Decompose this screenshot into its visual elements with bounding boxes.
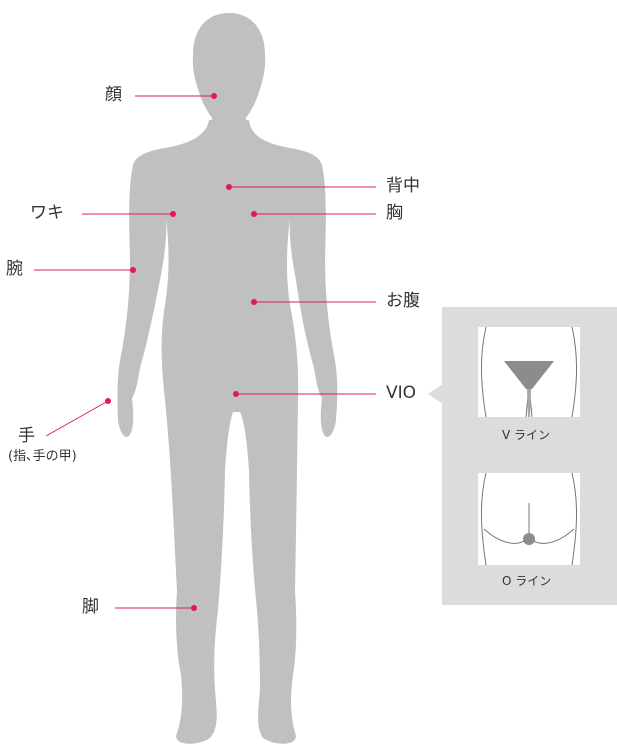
v-line-caption: V ライン — [502, 429, 550, 441]
o-zone — [523, 533, 535, 545]
chest-dot — [251, 211, 257, 217]
belly-dot — [251, 299, 257, 305]
label-armpit: ワキ — [30, 205, 64, 222]
label-chest: 胸 — [386, 205, 403, 222]
arm-dot — [130, 267, 136, 273]
label-leg: 脚 — [82, 599, 99, 616]
leg-dot — [191, 605, 197, 611]
label-vio: VIO — [386, 385, 416, 402]
v-line-card — [478, 327, 580, 417]
o-line-card — [478, 473, 580, 565]
label-hand: 手 — [18, 428, 35, 445]
label-belly: お腹 — [386, 293, 420, 310]
o-line-caption: O ライン — [502, 575, 551, 587]
vio-dot — [233, 391, 239, 397]
face-dot — [211, 93, 217, 99]
label-arm: 腕 — [6, 261, 23, 278]
hand-dot — [105, 398, 111, 404]
back-dot — [226, 184, 232, 190]
label-face: 顔 — [105, 87, 122, 104]
inset-pointer — [428, 384, 443, 404]
armpit-dot — [170, 211, 176, 217]
hand-leader — [46, 401, 108, 436]
human-silhouette — [117, 13, 337, 744]
inset-svg — [442, 307, 617, 605]
label-hand-detail: (指､手の甲) — [8, 450, 77, 463]
vio-inset-panel: V ライン O ライン — [442, 307, 617, 605]
label-back: 背中 — [386, 178, 420, 195]
